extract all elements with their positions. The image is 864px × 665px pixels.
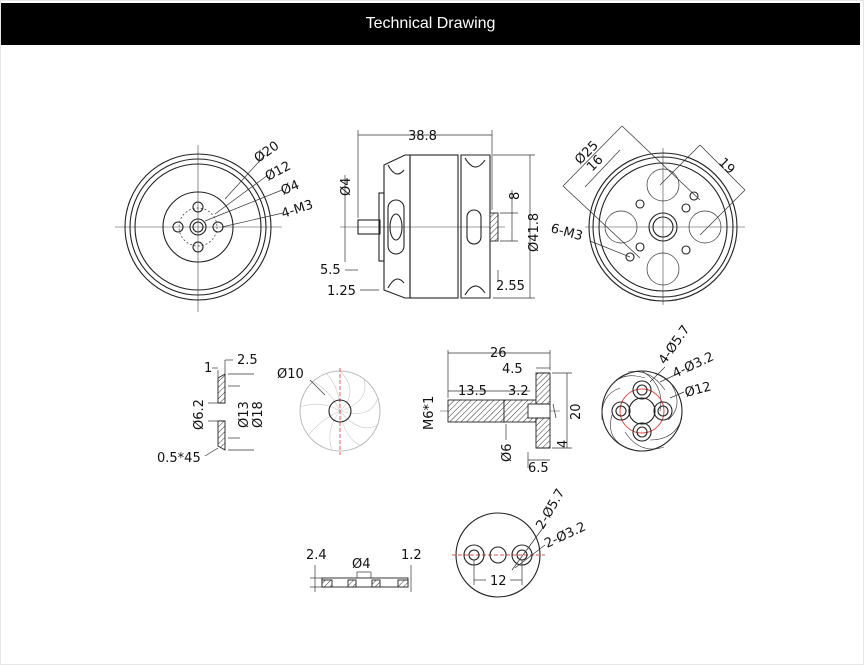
adapter-flange-dia-20: 20 [569, 403, 584, 420]
front-shaft-view: Ø20 Ø12 Ø4 4-M3 [115, 139, 315, 312]
rear-mount-view: Ø25 16 19 6-M3 [549, 125, 746, 305]
plate-face: 12 2-Ø5.7 2-Ø3.2 [452, 487, 588, 598]
plate-thick-2-4: 2.4 [306, 548, 327, 563]
washer-dia-13: Ø13 [237, 401, 252, 428]
washer-dia-18: Ø18 [251, 401, 266, 428]
front-4-m3: 4-M3 [280, 198, 316, 222]
adapter-gap-3-2: 3.2 [508, 384, 529, 399]
header-bar: Technical Drawing [1, 3, 860, 45]
washer-thk-1: 1 [204, 361, 212, 376]
page-title: Technical Drawing [365, 15, 496, 32]
side-rear-offset-2-55: 2.55 [496, 279, 525, 294]
washer-thk-2-5: 2.5 [237, 353, 258, 368]
plate-hole-dia-4: Ø4 [352, 557, 371, 572]
side-rear-8: 8 [508, 192, 523, 200]
side-dia-41-8: Ø41.8 [527, 213, 542, 252]
adapter-bore-4: 4 [556, 440, 571, 448]
side-view: 38.8 Ø41.8 8 Ø4 5.5 1.25 2.55 [320, 129, 542, 299]
prop-adapter-section: 26 4.5 13.5 3.2 M6*1 Ø6 20 4 6.5 [422, 346, 584, 476]
plate-thin-1-2: 1.2 [401, 548, 422, 563]
side-flange-1-25: 1.25 [327, 284, 356, 299]
side-shaft-dia-4: Ø4 [339, 177, 354, 196]
adapter-flange-4-5: 4.5 [502, 362, 523, 377]
side-shaft-len-5-5: 5.5 [320, 263, 341, 278]
side-length-38-8: 38.8 [408, 129, 437, 144]
plate-2-dia-5-7: 2-Ø5.7 [533, 487, 568, 532]
washer-section: 1 2.5 Ø6.2 Ø13 Ø18 0.5*45 [157, 353, 266, 466]
adapter-face: 4-Ø5.7 4-Ø3.2 Ø12 [601, 323, 716, 452]
adapter-dia-6: Ø6 [500, 443, 515, 462]
washer-face: Ø10 [277, 367, 381, 455]
plate-side: 2.4 1.2 Ø4 [306, 548, 422, 592]
adapter-thread-13-5: 13.5 [458, 384, 487, 399]
washer-chamfer: 0.5*45 [157, 451, 201, 466]
plate-spacing-12: 12 [490, 574, 507, 589]
adapter-face-dia-12: Ø12 [683, 379, 713, 400]
adapter-thread-m6: M6*1 [422, 396, 437, 430]
front-dia-4: Ø4 [279, 178, 302, 199]
front-dia-20: Ø20 [252, 139, 283, 167]
rear-spacing-19: 19 [715, 155, 737, 177]
adapter-len-26: 26 [490, 346, 507, 361]
adapter-bore-len-6-5: 6.5 [528, 461, 549, 476]
washer-face-dia-10: Ø10 [277, 367, 304, 382]
rear-6-m3: 6-M3 [549, 221, 584, 244]
washer-dia-6-2: Ø6.2 [192, 399, 207, 430]
